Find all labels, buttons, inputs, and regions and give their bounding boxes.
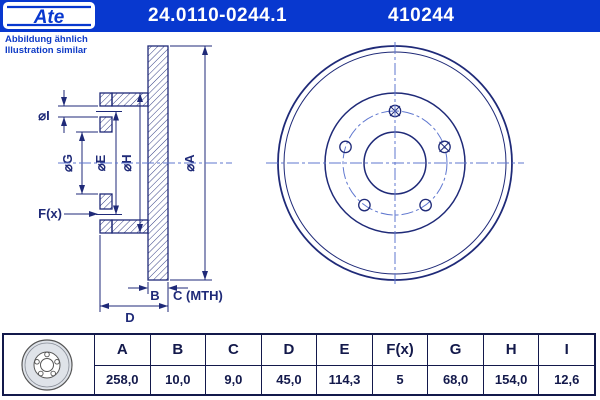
table-value-i: 12,6: [538, 364, 594, 394]
dimension-labels: ⌀I ⌀G ⌀E ⌀H ⌀A F(x) B C (MTH) D: [38, 108, 223, 325]
table-value-a: 258,0: [94, 364, 150, 394]
section-flange-top-b: [99, 116, 113, 133]
dimension-lines: [58, 45, 212, 312]
part-number: 24.0110-0244.1: [148, 5, 288, 26]
section-flange-top-a: [99, 92, 113, 107]
header-bar: Ate 24.0110-0244.1 410244: [0, 0, 600, 32]
table-header-a: A: [94, 335, 150, 365]
table-header-fx: F(x): [371, 335, 428, 365]
table-value-c: 9,0: [205, 364, 261, 394]
table-value-b: 10,0: [149, 364, 206, 394]
table-value-e: 114,3: [316, 364, 372, 394]
table-header-d: D: [260, 335, 317, 365]
brake-disc-drawing: ⌀I ⌀G ⌀E ⌀H ⌀A F(x) B C (MTH) D: [38, 42, 524, 325]
cross-mark: [439, 141, 450, 153]
similarity-note: Abbildung ähnlich Illustration similar: [5, 34, 88, 56]
disc-thumbnail: [4, 335, 94, 394]
table-header-e: E: [316, 335, 372, 365]
table-header-g: G: [427, 335, 483, 365]
label-dia-i: ⌀I: [38, 108, 49, 123]
section-flange-bottom-a: [99, 193, 113, 210]
table-value-fx: 5: [371, 364, 428, 394]
table-header-c: C: [205, 335, 261, 365]
table-value-g: 68,0: [427, 364, 483, 394]
table-value-h: 154,0: [482, 364, 539, 394]
label-f-x: F(x): [38, 206, 62, 221]
bolt-hole: [358, 198, 371, 212]
table-header-b: B: [149, 335, 206, 365]
label-c-mth: C (MTH): [173, 288, 223, 303]
table-header-h: H: [482, 335, 539, 365]
dimensions-table: A B C D E F(x) G H I 258,0 10,0 9,0 45,0…: [2, 333, 596, 396]
centerlines: [58, 42, 524, 284]
note-line-en: Illustration similar: [5, 45, 87, 56]
section-flange-bottom-b: [99, 219, 113, 234]
ate-logo: Ate: [3, 2, 95, 29]
bolt-circle: [342, 110, 448, 216]
bolt-hole: [419, 198, 432, 212]
section-hat-wall-bottom: [111, 219, 149, 234]
bolt-hole: [339, 140, 352, 154]
note-line-de: Abbildung ähnlich: [5, 34, 88, 45]
bolt-hole: [438, 140, 451, 154]
ate-logo-graphic: Ate: [7, 5, 91, 28]
catalog-number: 410244: [388, 5, 455, 26]
label-d: D: [125, 310, 134, 325]
disc-thumbnail-drawing: [21, 338, 73, 391]
table-value-d: 45,0: [260, 364, 317, 394]
logo-text: Ate: [33, 7, 65, 28]
table-header-i: I: [538, 335, 594, 365]
label-b: B: [150, 288, 159, 303]
section-hat-wall-top: [111, 92, 149, 107]
